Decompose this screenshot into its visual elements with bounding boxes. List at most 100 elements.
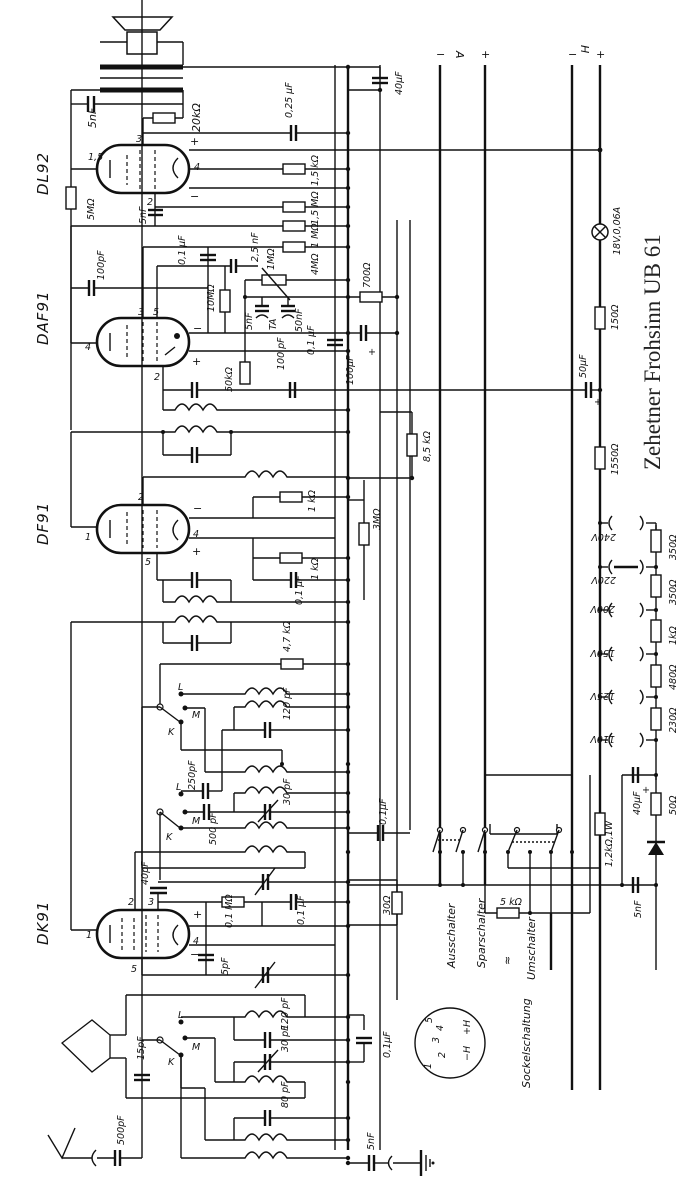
socket-diagram: Sockelschaltung 1 2 3 4 5 −H +H <box>414 998 533 1088</box>
cap-15pF: 15pF <box>134 1036 150 1082</box>
tap-125v[interactable]: 125V <box>589 689 658 705</box>
tube-df91: DF91 1 2 5 4 − + <box>34 492 202 568</box>
schematic-title: Zehetner Frohsinn UB 61 <box>640 234 665 470</box>
output-transformer <box>71 64 348 118</box>
svg-text:30Ω: 30Ω <box>382 895 393 915</box>
svg-text:5nF: 5nF <box>633 900 644 918</box>
svg-text:1kΩ: 1kΩ <box>668 625 679 645</box>
resistor-30: 30Ω <box>348 879 403 926</box>
junction-dot <box>345 727 351 733</box>
trimmer-30pF-input[interactable]: 30 pF <box>234 1025 348 1073</box>
resistor-350-b <box>650 574 662 598</box>
svg-text:4: 4 <box>193 529 199 540</box>
resistor-0.1M: 0,1 MΩ <box>158 894 262 928</box>
cap-40uF-top: 40µF <box>348 66 405 95</box>
junction-dot <box>345 661 351 667</box>
junction-dot <box>345 204 351 210</box>
junction-dot <box>345 761 351 767</box>
anode-battery-label: A <box>453 50 466 59</box>
band-switch-input[interactable]: L M K <box>142 1010 200 1068</box>
band-switch-osc[interactable]: L M K <box>156 682 200 738</box>
svg-text:2: 2 <box>437 1052 448 1058</box>
resistor-1.2k-1W: 1,2kΩ,1W <box>594 790 615 867</box>
svg-text:40µF: 40µF <box>394 71 405 95</box>
cap-100uF: + 100µF <box>345 325 397 385</box>
resistor-8.5k: 8,5 kΩ <box>380 411 433 478</box>
tap-110v[interactable]: 110V <box>589 732 658 748</box>
frame-antenna[interactable] <box>61 994 306 1099</box>
svg-text:K: K <box>166 832 173 843</box>
if-transformer-1-secondary <box>157 572 348 604</box>
resistor-1M: 1 MΩ <box>282 223 321 253</box>
svg-text:480Ω: 480Ω <box>668 664 679 690</box>
svg-text:1 kΩ: 1 kΩ <box>310 557 321 580</box>
svg-text:350Ω: 350Ω <box>668 579 679 605</box>
cap-250pF: 250pF <box>181 730 223 799</box>
tube-dk91: DK91 1 2 3 5 4 + − <box>34 897 202 975</box>
tuning-capacitor-osc[interactable] <box>158 867 348 896</box>
band-switch-mixer[interactable]: L M K <box>156 782 200 843</box>
tap-150v[interactable]: 150V <box>589 646 658 662</box>
cap-80pF: 80 pF <box>233 1081 348 1140</box>
tube-dk91-label: DK91 <box>34 901 52 945</box>
junction-dot <box>345 64 351 70</box>
svg-text:3: 3 <box>431 1037 442 1043</box>
earth-connection[interactable]: 5nF <box>348 1132 435 1176</box>
tone-pickup-jacks[interactable]: 5nF TA 50nF <box>244 296 348 332</box>
junction-dot <box>345 1160 351 1166</box>
resistor-230 <box>650 707 662 731</box>
svg-text:Ausschalter: Ausschalter <box>445 902 458 969</box>
junction-dot <box>345 619 351 625</box>
svg-text:0,1 µF: 0,1 µF <box>296 895 307 925</box>
trimmer-30pF-osc[interactable]: 30 pF <box>234 778 348 823</box>
svg-text:40µF: 40µF <box>632 791 643 815</box>
resistor-5k: 5 kΩ <box>485 897 590 919</box>
tap-240v[interactable]: 240V <box>590 515 657 542</box>
svg-text:230Ω: 230Ω <box>668 707 679 733</box>
resistor-1550: 1550Ω <box>594 443 621 475</box>
switch-assembly[interactable] <box>432 774 600 960</box>
svg-text:250pF: 250pF <box>187 760 198 790</box>
junction-dot <box>345 769 351 775</box>
voltage-selector[interactable]: 350Ω 350Ω 1kΩ 480Ω 230Ω 240V 220V 200V 1… <box>589 515 679 780</box>
svg-text:30 pF: 30 pF <box>280 1025 291 1052</box>
pilot-lamp: 18V,0,06A <box>591 207 623 255</box>
volume-potentiometer[interactable]: 1MΩ 4MΩ <box>245 248 348 301</box>
tuning-capacitor-input[interactable] <box>254 961 276 989</box>
antenna-input[interactable]: 500pF <box>47 1115 143 1167</box>
svg-text:+: + <box>190 135 199 148</box>
cap-0.1uF-mid: 0,1 µF <box>306 325 343 355</box>
svg-text:L: L <box>178 1010 183 1021</box>
svg-text:L: L <box>178 682 183 693</box>
svg-text:4MΩ: 4MΩ <box>310 253 321 275</box>
resistor-480 <box>650 664 662 688</box>
junction-dot <box>345 130 351 136</box>
svg-text:0,1 MΩ: 0,1 MΩ <box>224 894 235 928</box>
sparschalter-switch[interactable] <box>477 826 489 855</box>
svg-text:1 kΩ: 1 kΩ <box>307 489 318 512</box>
svg-text:5: 5 <box>145 557 151 568</box>
speaker <box>100 16 184 65</box>
ac-mains-symbol: ≈ <box>501 956 514 965</box>
junction-dot <box>345 1014 351 1020</box>
cap-5nF-output: 5nF <box>71 96 183 128</box>
svg-text:0,25 µF: 0,25 µF <box>284 82 295 118</box>
svg-text:0,1µF: 0,1µF <box>382 1031 393 1058</box>
tube-dl92-label: DL92 <box>34 152 52 195</box>
cap-50uF: 50µF + <box>348 354 603 408</box>
cap-120pF-osc: 120 pF <box>222 687 348 738</box>
svg-text:−: − <box>193 322 202 335</box>
svg-text:5 kΩ: 5 kΩ <box>500 897 523 908</box>
junction-dot <box>345 899 351 905</box>
battery-terminals: − A + − H + <box>436 45 605 61</box>
svg-text:100 pF: 100 pF <box>276 337 287 370</box>
umschalter-switch[interactable] <box>506 826 574 855</box>
socket-label: Sockelschaltung <box>520 998 533 1088</box>
svg-text:8,5 kΩ: 8,5 kΩ <box>422 430 433 462</box>
svg-text:+: + <box>642 785 650 796</box>
svg-text:1,5: 1,5 <box>88 152 103 163</box>
ausschalter-switch[interactable] <box>432 826 467 855</box>
tap-200v[interactable]: 200V <box>589 602 658 618</box>
tap-220v[interactable]: 220V <box>590 559 658 585</box>
